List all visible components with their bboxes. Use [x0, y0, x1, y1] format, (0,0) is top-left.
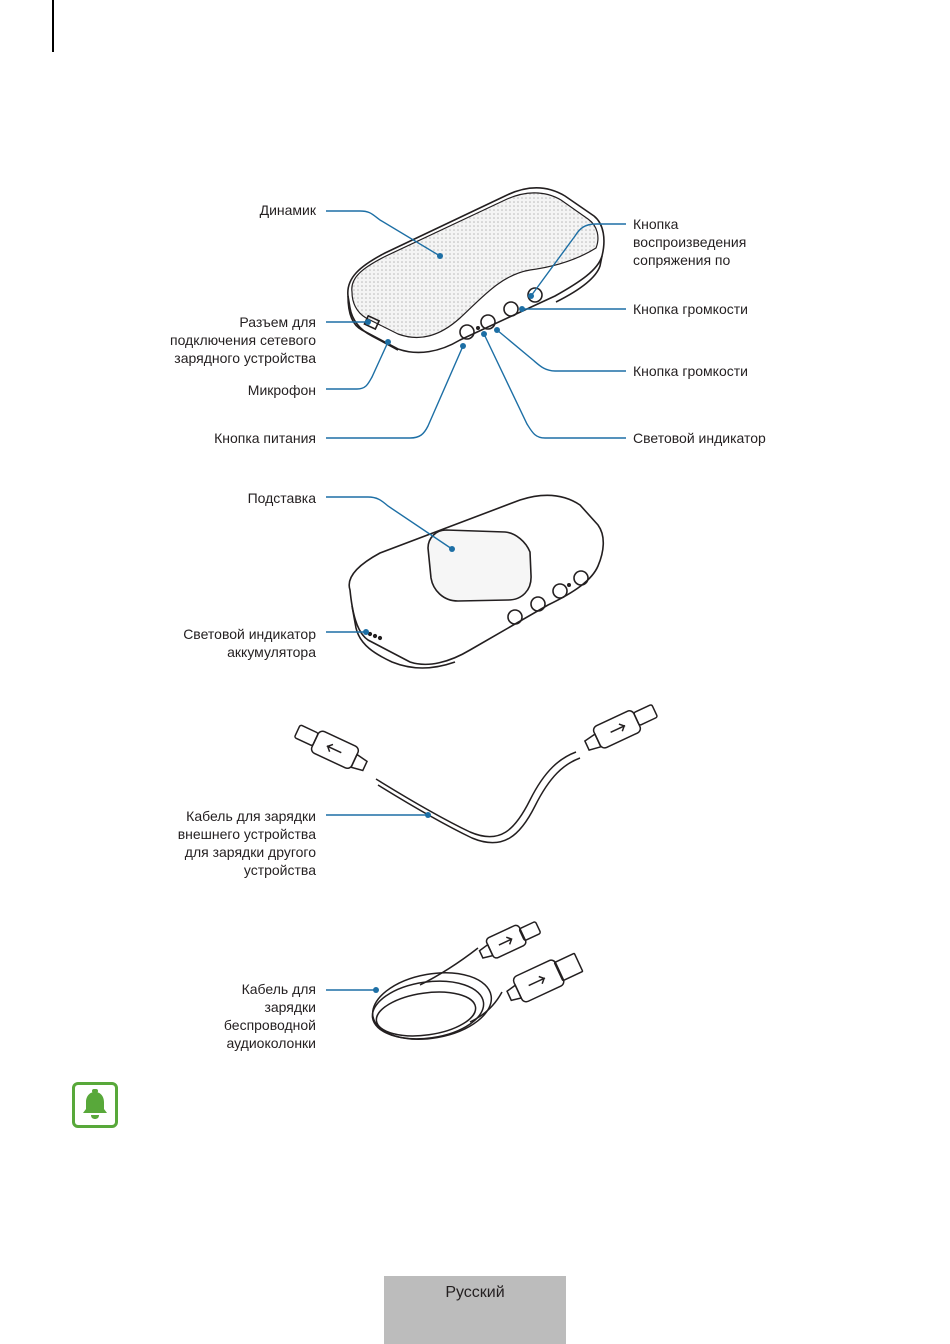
note-bell-icon — [72, 1082, 118, 1128]
speaker-front-drawing — [347, 186, 605, 354]
label-speaker: Динамик — [259, 202, 316, 218]
label-charger-port: Разъем для подключения сетевого зарядног… — [170, 314, 316, 366]
page-margin-rule — [52, 0, 54, 52]
footer-language: Русский — [445, 1284, 505, 1301]
usb-cable-drawing — [371, 921, 584, 1040]
footer-language-tab: Русский — [384, 1276, 566, 1344]
label-play-pair-button: Кнопка воспроизведения сопряжения по — [633, 216, 747, 268]
label-microphone: Микрофон — [247, 382, 316, 398]
label-battery-indicator: Световой индикатор аккумулятора — [183, 626, 316, 660]
label-volume-button-1: Кнопка громкости — [633, 301, 748, 317]
speaker-back-drawing — [348, 494, 605, 669]
leader-dots — [363, 253, 534, 993]
label-stand: Подставка — [247, 490, 316, 506]
label-otg-cable: Кабель для зарядки внешнего устройства д… — [177, 808, 316, 878]
label-indicator-light: Световой индикатор — [633, 430, 766, 446]
label-power-button: Кнопка питания — [214, 430, 316, 446]
label-usb-cable: Кабель для зарядки беспроводной аудиокол… — [223, 981, 316, 1051]
otg-cable-drawing — [294, 704, 658, 844]
leader-lines — [326, 210, 626, 991]
label-volume-button-2: Кнопка громкости — [633, 363, 748, 379]
bell-icon — [83, 1089, 107, 1119]
